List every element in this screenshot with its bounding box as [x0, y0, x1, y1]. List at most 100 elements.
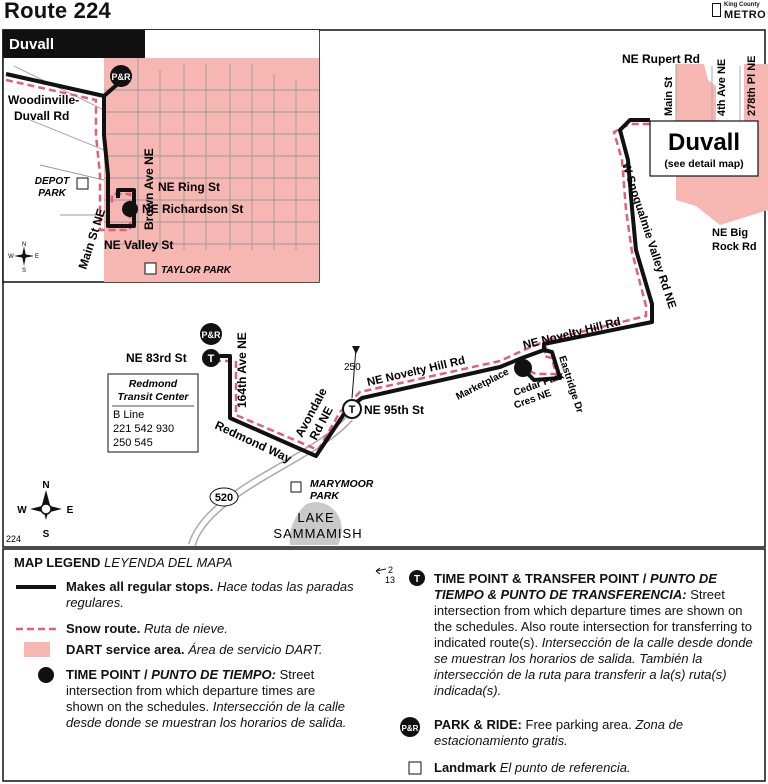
legend-tp-bold: TIME POINT /: [66, 667, 152, 682]
legend-heading-es: LEYENDA DEL MAPA: [104, 555, 233, 570]
legend-tt-bold-es: PUNTO DE TIEMPO & PUNTO DE TRANSFERENCIA…: [434, 571, 717, 602]
label-eastridge-dr: Eastridge Dr: [556, 355, 585, 415]
rtc-routes: B Line 221 542 930 250 545: [113, 409, 177, 449]
legend-park-and-ride-icon: [400, 717, 420, 737]
park-and-ride-icon-redmond: [200, 323, 222, 345]
label-brown-ave-ne: Brown Ave NE: [142, 148, 156, 230]
compass-inset-w: W: [8, 254, 14, 260]
legend-dart-swatch: [24, 642, 50, 657]
legend-tp-es: Intersección de la calle desde donde se …: [66, 699, 347, 730]
legend-landmark-bold: Landmark: [434, 760, 497, 775]
king-county-metro-logo: King County METRO: [712, 2, 768, 22]
inset-title: Duvall: [9, 36, 54, 53]
map-code: 224: [6, 534, 21, 544]
pr-label-redmond: P&R: [201, 330, 221, 340]
label-ne-novelty-hill-rd-east: NE Novelty Hill Rd: [522, 316, 622, 352]
legend-dart-bold: DART service area.: [66, 642, 185, 657]
label-ne-valley-st: NE Valley St: [104, 238, 173, 252]
lake-sammamish: [289, 502, 342, 545]
compass-rose-main: N S E W: [17, 480, 73, 540]
duvall-callout-title: Duvall: [668, 129, 740, 156]
legend-pr-text: Free parking area.: [525, 717, 632, 732]
cedar-park-time-point-icon: [514, 359, 532, 377]
compass-s: S: [43, 529, 50, 540]
depot-park-landmark-icon: [76, 177, 89, 190]
inset-street-grid: [13, 58, 319, 250]
legend-tp-bold-es: PUNTO DE TIEMPO:: [151, 667, 276, 682]
legend-transfer-point-icon: [409, 570, 425, 586]
legend-dart-es: Área de servicio DART.: [188, 642, 323, 657]
compass-e: E: [67, 505, 74, 516]
legend-tp-text: Street intersection from which departure…: [66, 667, 316, 714]
duvall-callout-sub: (see detail map): [664, 158, 743, 170]
label-ne-ring-st: NE Ring St: [158, 180, 220, 194]
legend-transfer-arrow-icon: [375, 567, 387, 575]
legend-tt-es: Intersección de la calle desde donde se …: [434, 635, 753, 698]
compass-rose-inset: N S E W: [8, 242, 39, 274]
park-and-ride-icon-duvall: [110, 65, 132, 87]
compass-w: W: [17, 505, 27, 516]
route-250-label: 250: [344, 362, 361, 373]
label-ne-83rd-st: NE 83rd St: [126, 351, 187, 365]
route-line-inset: [5, 72, 136, 228]
label-ne-richardson-st: NE Richardson St: [142, 202, 243, 216]
ne-95th-transfer-point-icon: [342, 399, 362, 419]
map-frame: [2, 29, 766, 548]
dart-area-inset: [104, 58, 319, 282]
pr-label-duvall: P&R: [111, 72, 131, 82]
transfer-t-glyph-2: T: [349, 404, 356, 416]
legend-snow-es: Ruta de nieve.: [144, 621, 228, 636]
ne-83rd-transfer-point-icon: [202, 349, 220, 367]
transfer-t-glyph-1: T: [208, 353, 215, 365]
metro-logo-icon: [712, 3, 721, 17]
compass-inset-e: E: [35, 254, 39, 260]
route-line-cedar-loop: [520, 348, 562, 382]
label-woodinville-duvall-rd: Woodinville-Duvall Rd: [8, 93, 79, 123]
legend-pr-glyph: P&R: [402, 724, 419, 733]
rtc-box: [107, 373, 199, 453]
sr-520-shield: [209, 487, 239, 507]
route-250-arrow-head: [352, 346, 360, 354]
label-taylor-park: TAYLOR PARK: [161, 265, 232, 276]
label-4th-ave-ne: 4th Ave NE: [716, 59, 728, 116]
legend-heading: MAP LEGEND: [14, 555, 101, 570]
label-main-st-duvall: Main St: [663, 77, 675, 116]
label-ne-rupert-rd: NE Rupert Rd: [622, 52, 700, 66]
legend-regular-es: Hace todas las paradas regulares.: [66, 579, 354, 610]
legend-tt-text: Street intersection from which departure…: [434, 587, 752, 650]
compass-n: N: [42, 480, 49, 491]
label-ne-95th-st: NE 95th St: [364, 403, 424, 417]
legend-pr-es: Zona de estacionamiento gratis.: [434, 717, 684, 748]
label-164th-ave-ne: 164th Ave NE: [235, 332, 249, 408]
legend-tt-bold: TIME POINT & TRANSFER POINT /: [434, 571, 650, 586]
inset-title-bar: [3, 30, 145, 58]
map-legend: MAP LEGEND LEYENDA DEL MAPA Makes all re…: [0, 549, 768, 784]
route-250-arrow-line: [351, 347, 357, 399]
legend-landmark-es: El punto de referencia.: [499, 760, 631, 775]
taylor-park-landmark-icon: [144, 262, 157, 275]
richardson-st-time-point-icon: [122, 201, 138, 217]
agency-big-text: METRO: [724, 9, 767, 21]
agency-small-text: King County: [724, 2, 760, 8]
legend-landmark-icon: [408, 761, 422, 775]
route-title: Route 224: [4, 0, 111, 23]
label-cedar-park-cres: Cedar ParkCres NE: [509, 370, 571, 411]
label-278th-pl-ne: 278th Pl NE: [746, 55, 758, 116]
duvall-callout-box: [649, 120, 759, 177]
legend-frame: [2, 548, 766, 782]
compass-inset-n: N: [22, 242, 26, 248]
legend-pr-bold: PARK & RIDE:: [434, 717, 522, 732]
compass-inset-s: S: [22, 268, 26, 274]
legend-regular-bold: Makes all regular stops.: [66, 579, 214, 594]
legend-snow-bold: Snow route.: [66, 621, 141, 636]
sr-520-label: 520: [215, 492, 233, 504]
marymoor-park-landmark-icon: [290, 481, 302, 493]
